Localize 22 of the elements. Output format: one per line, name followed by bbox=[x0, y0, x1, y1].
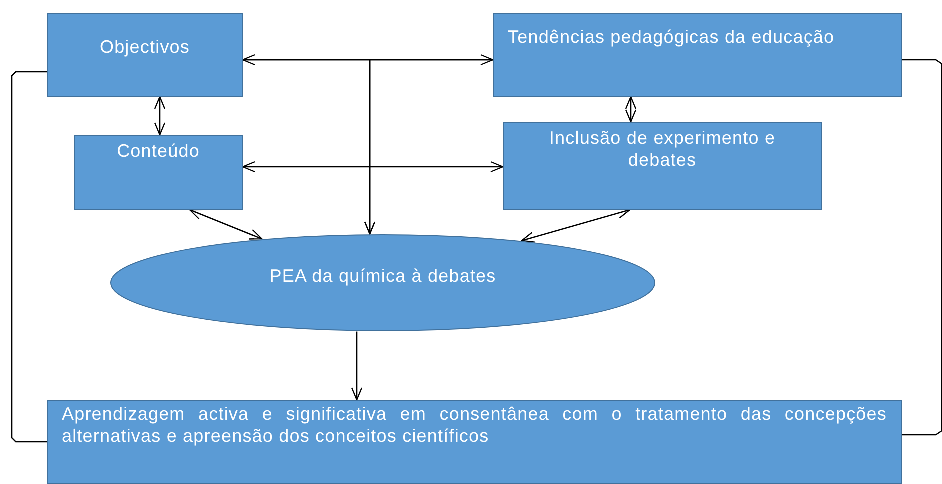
node-label: Inclusão de experimento e debates bbox=[548, 127, 777, 171]
arrow bbox=[521, 208, 631, 243]
node-label: Conteúdo bbox=[117, 140, 200, 162]
node-label: Objectivos bbox=[100, 36, 190, 58]
arrow bbox=[154, 96, 166, 136]
arrow bbox=[189, 209, 263, 240]
arrow bbox=[625, 96, 637, 123]
arrow bbox=[242, 54, 494, 66]
node-label: PEA da química à debates bbox=[270, 265, 496, 287]
ellipse-node bbox=[110, 234, 656, 332]
node-label: Aprendizagem activa e significativa em consentânea com o tratamento das concepções alternativas e apreensão dos conceitos científicos bbox=[62, 403, 887, 447]
process-box bbox=[503, 122, 822, 210]
process-box bbox=[47, 13, 243, 97]
connector-line bbox=[902, 59, 942, 436]
process-box bbox=[74, 135, 243, 210]
process-box bbox=[47, 400, 902, 484]
connector-line bbox=[11, 71, 47, 443]
process-box bbox=[493, 13, 902, 97]
arrow bbox=[364, 59, 493, 235]
node-label: Tendências pedagógicas da educação bbox=[508, 26, 836, 48]
arrow bbox=[242, 161, 504, 173]
arrow bbox=[351, 332, 363, 401]
